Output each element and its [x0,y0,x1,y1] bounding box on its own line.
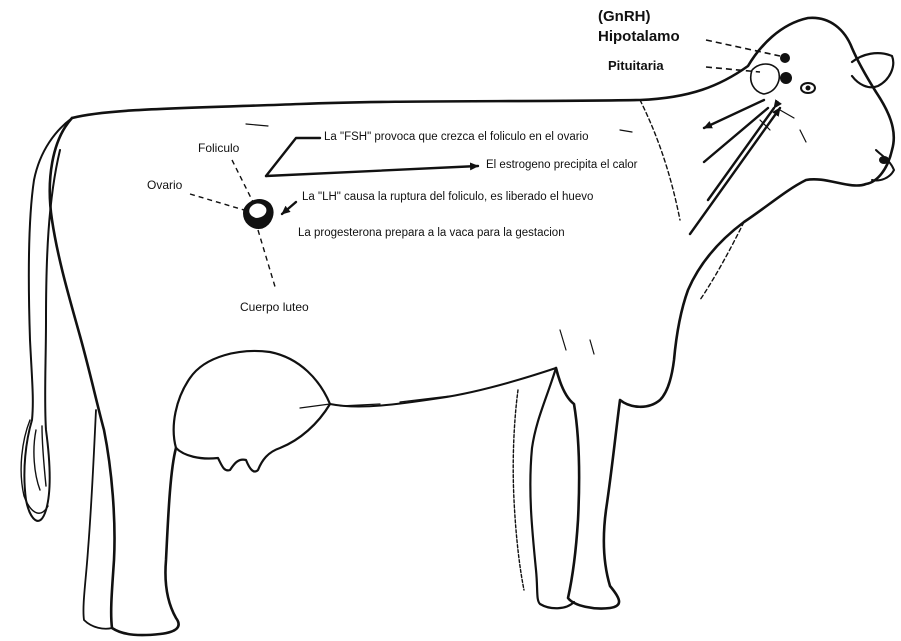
foliculo-leader [232,160,254,204]
fsh-head-arrow [704,100,764,128]
hipotalamo-leader [706,40,780,56]
hipotalamo-label: Hipotalamo [598,28,680,45]
estrogeno-arrow [266,166,478,176]
hipotalamo-dot [780,53,790,63]
fsh-statement: La "FSH" provoca que crezca el foliculo … [324,130,589,144]
cow-front-leg-back [530,368,574,608]
cow-belly-line [330,368,556,406]
gnrh-label: (GnRH) [598,8,651,25]
pituitaria-gland-outline [751,64,779,94]
cow-eye-pupil [806,86,811,91]
lh-arrow [282,202,296,214]
lh-statement: La "LH" causa la ruptura del foliculo, e… [302,190,593,204]
estrogeno-head-arrow [704,108,768,162]
cuerpo-luteo-label: Cuerpo luteo [240,300,309,314]
fsh-arrow [266,138,320,176]
estrogeno-statement: El estrogeno precipita el calor [486,158,638,172]
cow-udder [174,351,330,472]
pituitaria-label: Pituitaria [608,58,664,73]
foliculo-label: Foliculo [198,141,239,155]
cow-hind-leg [50,118,179,635]
progesterona-head-arrow [690,108,780,234]
cow-neck-line [640,100,744,300]
cow-body-outline [72,18,894,609]
ovario-label: Ovario [147,178,182,192]
progesterona-statement: La progesterona prepara a la vaca para l… [298,226,565,240]
cow-ear [852,53,893,87]
pituitaria-dot [780,72,792,84]
cow-hatching [246,110,806,408]
cow-tail [24,118,72,521]
cuerpo-luteo-leader [258,230,276,290]
cow-hind-leg-back [83,410,112,629]
ovario-leader [190,194,244,210]
cow-front-leg-dark [513,390,524,590]
cow-nostril [879,156,889,164]
